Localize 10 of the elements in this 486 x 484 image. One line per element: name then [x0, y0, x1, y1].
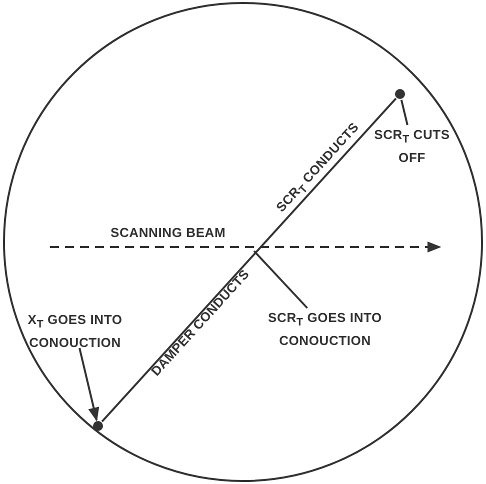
- point-dot: [395, 89, 405, 99]
- leader-line: [400, 100, 408, 126]
- leader-line: [253, 250, 308, 309]
- point-dot: [93, 421, 103, 431]
- callout-text: SCR$_{T}$ CUTS OFF: [372, 126, 452, 166]
- scan-line: [101, 98, 397, 422]
- leader-line: [78, 348, 100, 422]
- callout-text: X$_{T}$ GOES INTO CONOUCTION: [10, 311, 140, 351]
- text-label: SCANNING BEAM: [110, 224, 226, 240]
- callout-text: SCR$_{T}$ GOES INTO CONOUCTION: [250, 309, 400, 349]
